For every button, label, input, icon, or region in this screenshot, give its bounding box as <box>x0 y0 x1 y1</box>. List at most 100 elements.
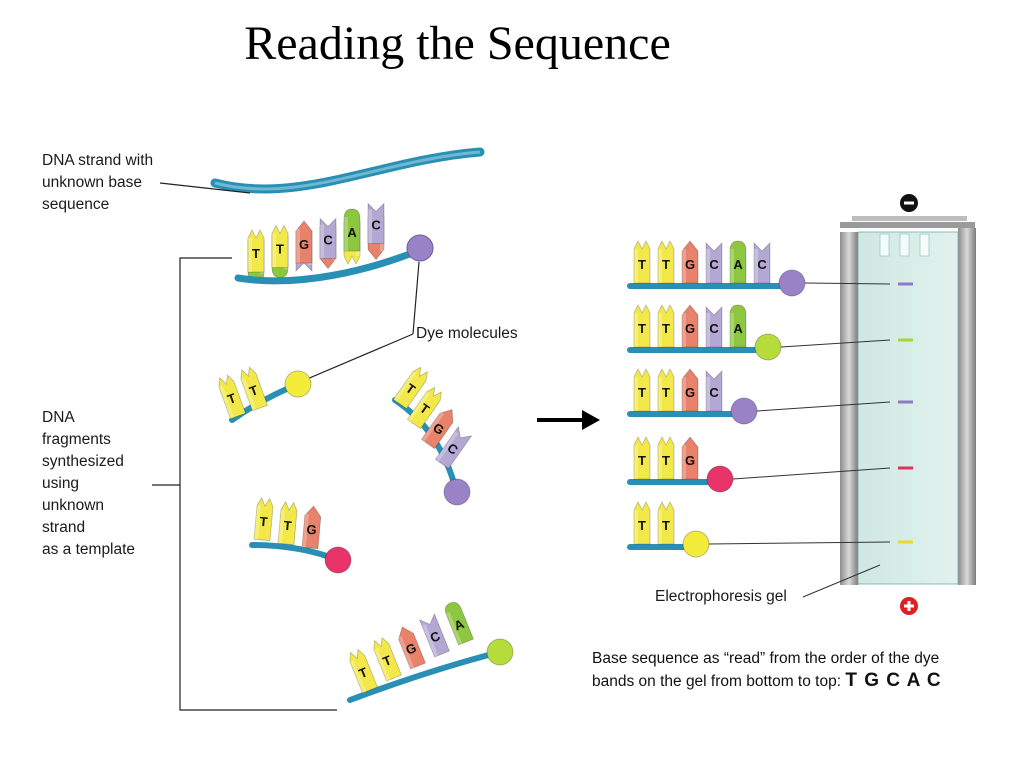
template-bottom-base: C <box>319 217 337 259</box>
gel-fragment-base: T <box>633 304 651 348</box>
svg-text:T: T <box>638 257 646 272</box>
fragment-base: T <box>406 386 442 430</box>
fragment-base: C <box>434 425 473 470</box>
dye-molecules-label: Dye molecules <box>416 325 518 342</box>
dna-strand-label: DNA strand with unknown base sequence <box>42 152 154 213</box>
fragment-base: T <box>277 500 298 546</box>
fragment-base: G <box>397 626 426 670</box>
fragment-base: A <box>444 601 474 646</box>
svg-text:T: T <box>259 514 268 530</box>
gel-fragment-base: A <box>729 240 747 284</box>
dye-molecule <box>754 333 782 361</box>
band-leader-lines <box>708 282 891 545</box>
svg-text:T: T <box>638 453 646 468</box>
fragment-base: T <box>373 636 402 682</box>
svg-text:C: C <box>757 257 767 272</box>
svg-text:T: T <box>662 321 670 336</box>
caption: Base sequence as “read” from the order o… <box>592 648 1012 693</box>
gel-fragment-base: T <box>657 304 675 348</box>
fragment-base: T <box>218 374 247 420</box>
dye-molecule <box>682 530 710 558</box>
svg-text:C: C <box>323 233 333 248</box>
svg-text:T: T <box>662 385 670 400</box>
right-arrow <box>537 410 600 430</box>
svg-text:T: T <box>252 246 260 261</box>
gel-fragment-base: T <box>657 240 675 284</box>
gel-label: Electrophoresis gel <box>655 588 787 605</box>
gel-band <box>898 282 913 286</box>
gel-fragment-base: T <box>657 368 675 412</box>
gel-fragment-base: T <box>633 368 651 412</box>
gel-fragment-base: T <box>657 501 675 545</box>
new-strand-backbone <box>234 246 424 285</box>
svg-text:T: T <box>662 453 670 468</box>
svg-text:C: C <box>709 257 719 272</box>
fragment-base: G <box>301 505 322 550</box>
dye-molecule <box>443 478 471 506</box>
svg-text:G: G <box>685 321 695 336</box>
fragment-base: T <box>253 496 274 542</box>
svg-text:A: A <box>347 225 357 240</box>
dye-molecule-purple <box>406 234 434 262</box>
svg-text:G: G <box>306 522 317 538</box>
gel-fragment-base: C <box>705 370 723 412</box>
svg-text:A: A <box>733 257 743 272</box>
gel-bands <box>898 282 913 544</box>
fragment-base: T <box>349 648 378 694</box>
caption-line-1: Base sequence as “read” from the order o… <box>592 650 940 667</box>
page-title: Reading the Sequence <box>244 17 671 70</box>
svg-text:T: T <box>283 518 292 534</box>
fragment-base: C <box>418 612 450 658</box>
gel-fragment-base: T <box>657 436 675 480</box>
electrophoresis-gel <box>840 194 976 615</box>
template-top-bases: AACGTG <box>247 217 385 283</box>
fragment-base: T <box>240 366 269 412</box>
svg-text:G: G <box>685 385 695 400</box>
svg-text:C: C <box>371 218 381 233</box>
caption-sequence: T G C A C <box>845 670 942 691</box>
gel-fragment-base: G <box>681 368 699 412</box>
caption-line-2: bands on the gel from bottom to top: <box>592 673 842 690</box>
gel-band <box>898 540 913 544</box>
leader-lines <box>152 182 420 711</box>
svg-text:C: C <box>709 385 719 400</box>
gel-band <box>898 466 913 470</box>
svg-text:T: T <box>662 257 670 272</box>
svg-text:T: T <box>276 242 284 257</box>
dye-molecule <box>706 465 734 493</box>
dye-molecule <box>778 269 806 297</box>
dye-molecule <box>486 638 514 666</box>
dye-molecule <box>284 370 312 398</box>
fragment-base: T <box>392 366 428 410</box>
gel-fragment-base: G <box>681 304 699 348</box>
svg-text:A: A <box>733 321 743 336</box>
svg-text:T: T <box>638 518 646 533</box>
template-bottom-base: T <box>247 229 265 273</box>
svg-text:G: G <box>685 453 695 468</box>
template-bottom-base: C <box>367 202 385 244</box>
svg-text:T: T <box>662 518 670 533</box>
dye-molecule <box>730 397 758 425</box>
gel-fragment-base: C <box>705 306 723 348</box>
gel-fragment-base: C <box>705 242 723 284</box>
gel-band <box>898 338 913 342</box>
template-bottom-base: G <box>295 220 313 264</box>
gel-band <box>898 400 913 404</box>
template-bottom-base: T <box>271 224 289 268</box>
gel-fragment-base: T <box>633 501 651 545</box>
svg-text:C: C <box>709 321 719 336</box>
dye-molecule <box>324 546 352 574</box>
template-bottom-base: A <box>343 208 361 252</box>
